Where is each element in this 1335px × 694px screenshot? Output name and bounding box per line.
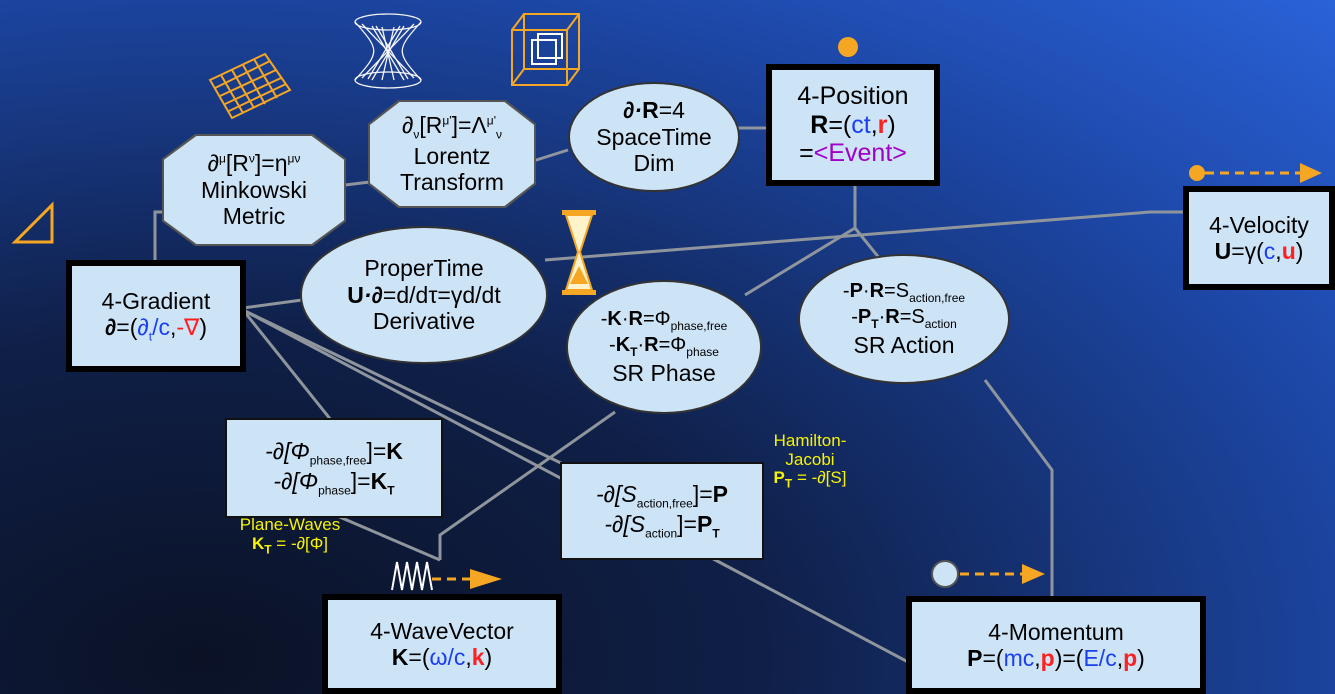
hamilton-line-3: PT = -∂[S]	[773, 468, 847, 491]
node-4-position: 4-Position R=(ct,r) =<Event>	[766, 64, 940, 186]
lorentz-label: Lorentz	[413, 142, 491, 169]
momentum-arrowhead	[1022, 564, 1045, 584]
node-sr-action: -P·R=Saction,free -PT·R=Saction SR Actio…	[798, 254, 1010, 384]
dim-label-2: Dim	[633, 150, 675, 177]
tesseract-icon	[511, 13, 580, 86]
node-phase-gradient-box: -∂[Φphase,free]=K -∂[Φphase]=KT	[225, 418, 443, 518]
action-formula-1: -P·R=Saction,free	[842, 279, 966, 305]
velocity-formula: U=γ(c,u)	[1214, 238, 1304, 264]
node-propertime-derivative: ProperTime U·∂=d/dτ=γd/dt Derivative	[300, 226, 548, 364]
edge-lorentz-minkowski	[344, 180, 371, 187]
triangle-icon	[11, 201, 54, 244]
minkowski-label: Minkowski	[200, 176, 308, 203]
edge-gradient-propertime	[242, 298, 303, 310]
wavevector-formula: K=(ω/c,k)	[391, 644, 493, 670]
edge-fork-phase	[744, 226, 856, 297]
velocity-title: 4-Velocity	[1209, 211, 1309, 238]
wave-icon	[391, 561, 433, 591]
action-label: SR Action	[853, 331, 955, 358]
gradient-title: 4-Gradient	[101, 287, 211, 314]
hourglass-icon	[562, 210, 596, 295]
annotation-plane-waves: Plane-Waves KT = -∂[Φ]	[226, 515, 354, 557]
node-action-gradient-box: -∂[Saction,free]=P -∂[Saction]=PT	[560, 462, 764, 560]
node-sr-phase: -K·R=Φphase,free -KT·R=Φphase SR Phase	[566, 280, 762, 414]
lorentz-inner: ∂ν[Rμ']=Λμ'ν Lorentz Transform	[370, 102, 534, 206]
grid-plane-icon	[208, 52, 292, 120]
phase-formula-1: -K·R=Φphase,free	[600, 307, 728, 333]
propertime-formula: U·∂=d/dτ=γd/dt	[347, 281, 501, 308]
edge-gradient-actionbox	[242, 308, 566, 467]
planewaves-line-1: Plane-Waves	[239, 515, 341, 534]
hamilton-line-2: Jacobi	[785, 449, 835, 469]
phasebox-line-2: -∂[Φphase]=KT	[273, 468, 395, 498]
position-formula: R=(ct,r)	[810, 110, 896, 139]
minkowski-inner: ∂μ[Rν]=ημν Minkowski Metric	[164, 136, 344, 244]
edge-dim-lorentz	[529, 148, 569, 164]
node-4-momentum: 4-Momentum P=(mc,p)=(E/c,p)	[906, 596, 1206, 694]
edge-phasebox-wavevector	[334, 513, 441, 562]
lorentz-formula: ∂ν[Rμ']=Λμ'ν	[402, 112, 502, 142]
node-minkowski-metric: ∂μ[Rν]=ημν Minkowski Metric	[162, 134, 346, 246]
wavevector-title: 4-WaveVector	[370, 617, 514, 644]
velocity-arrowhead	[1300, 163, 1322, 183]
lorentz-label-2: Transform	[400, 169, 504, 196]
momentum-title: 4-Momentum	[988, 618, 1124, 645]
propertime-label: Derivative	[372, 308, 476, 335]
phase-formula-2: -KT·R=Φphase	[609, 333, 719, 359]
event-dot	[838, 37, 858, 57]
minkowski-formula: ∂μ[Rν]=ημν	[207, 150, 301, 177]
dim-label: SpaceTime	[596, 123, 712, 150]
edge-propertime-velocity	[544, 210, 1185, 262]
node-4-velocity: 4-Velocity U=γ(c,u)	[1183, 186, 1335, 290]
edge-gradient-phasebox	[241, 309, 337, 426]
edge-phase-wavevector	[438, 410, 616, 560]
node-lorentz-transform: ∂ν[Rμ']=Λμ'ν Lorentz Transform	[368, 100, 536, 208]
edge-action-momentum	[983, 379, 1054, 600]
position-title: 4-Position	[797, 81, 909, 110]
phase-label: SR Phase	[612, 359, 716, 386]
wavevector-arrowhead	[470, 569, 502, 589]
planewaves-line-2: KT = -∂[Φ]	[251, 533, 329, 557]
node-4-gradient: 4-Gradient ∂=(∂t/c,-∇)	[66, 260, 246, 372]
momentum-formula: P=(mc,p)=(E/c,p)	[967, 645, 1145, 671]
dim-formula: ∂·R=4	[623, 97, 685, 124]
position-event: =<Event>	[799, 139, 907, 168]
momentum-dot	[931, 560, 959, 588]
node-4-wavevector: 4-WaveVector K=(ω/c,k)	[322, 594, 562, 694]
velocity-dot	[1189, 165, 1205, 181]
hyperboloid-icon	[354, 13, 422, 89]
phasebox-line-1: -∂[Φphase,free]=K	[265, 437, 403, 468]
propertime-title: ProperTime	[364, 255, 484, 282]
minkowski-label-2: Metric	[222, 203, 286, 230]
annotation-hamilton-jacobi: Hamilton- Jacobi PT = -∂[S]	[764, 431, 856, 491]
node-spacetime-dim: ∂·R=4 SpaceTime Dim	[568, 82, 740, 192]
actionbox-line-2: -∂[Saction]=PT	[604, 511, 720, 541]
hamilton-line-1: Hamilton-	[773, 431, 847, 450]
actionbox-line-1: -∂[Saction,free]=P	[596, 480, 728, 511]
gradient-formula: ∂=(∂t/c,-∇)	[104, 314, 208, 344]
action-formula-2: -PT·R=Saction	[851, 305, 957, 331]
